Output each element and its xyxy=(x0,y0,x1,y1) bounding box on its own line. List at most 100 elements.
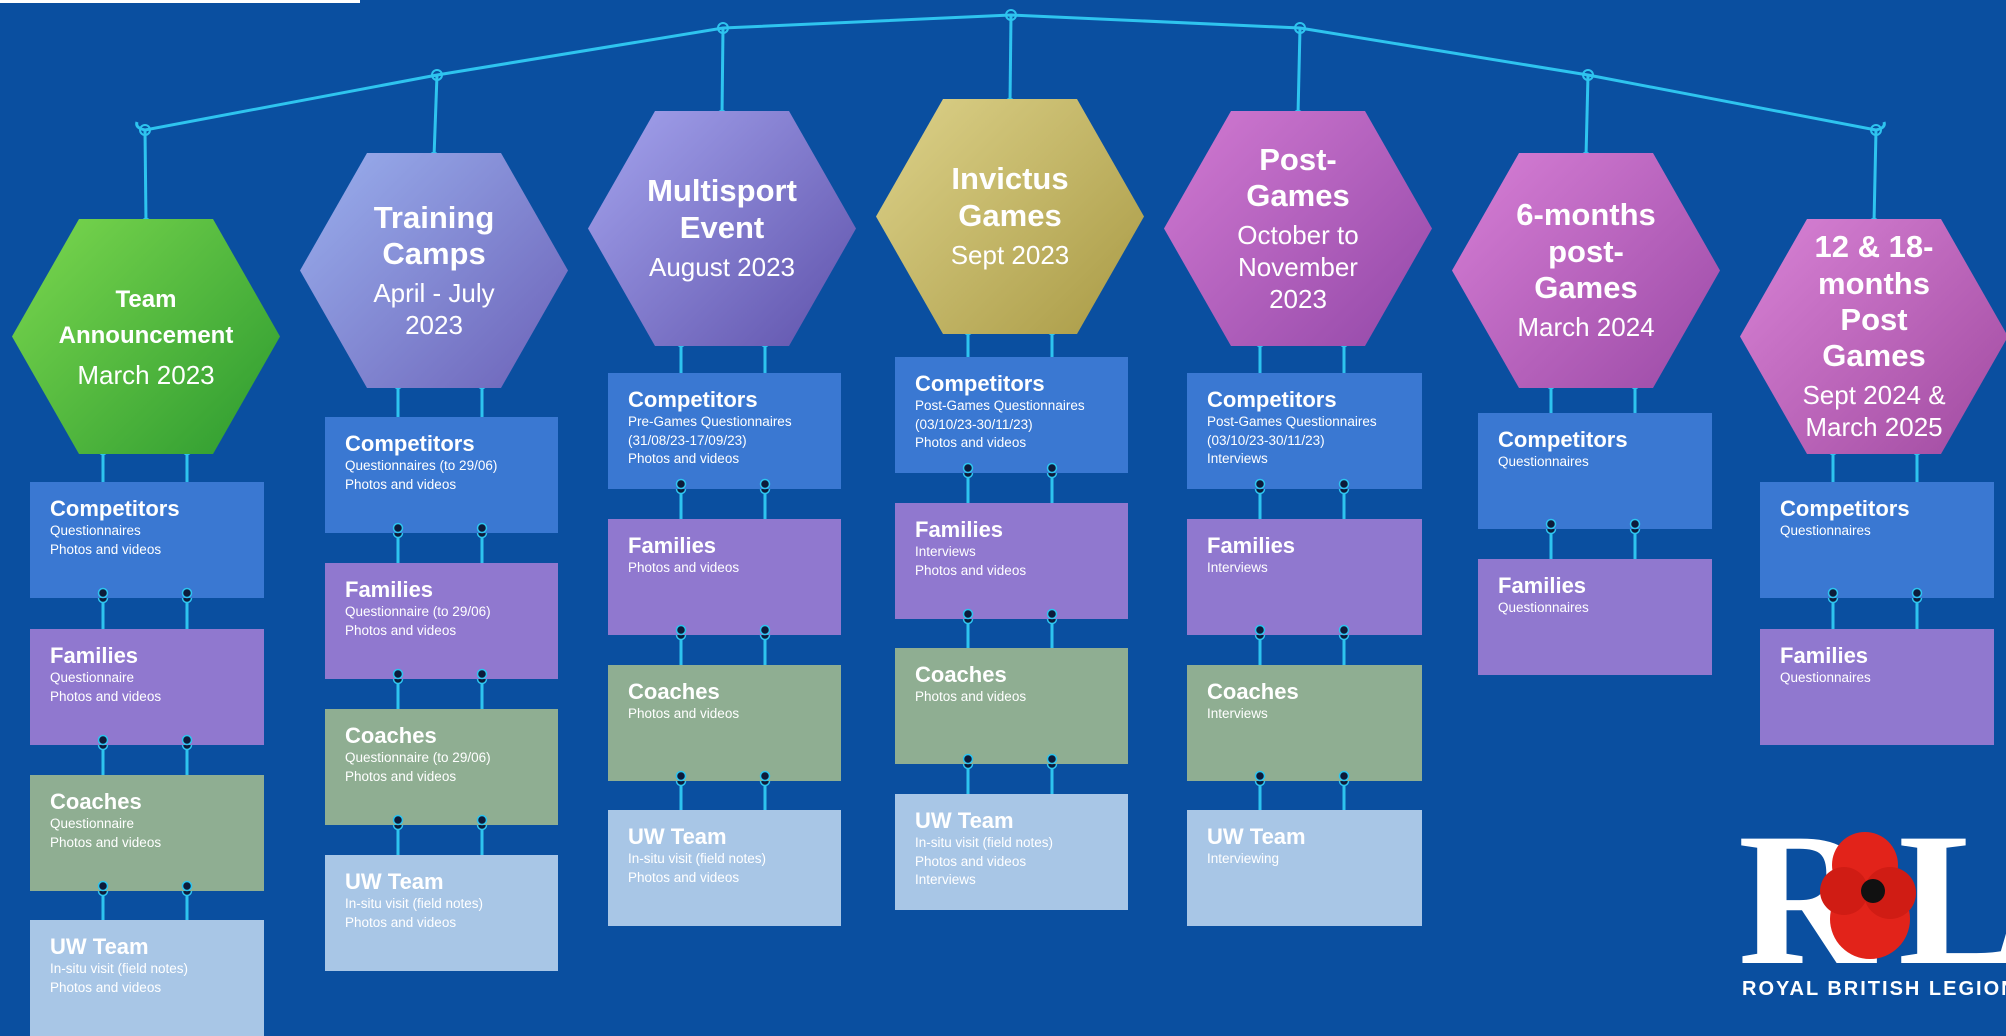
stage-invictus-games-families-method: Interviews xyxy=(915,544,976,560)
stage-multisport-event-families-method: Photos and videos xyxy=(628,560,740,576)
stage-12-18-months-post-games-competitors-title: Competitors xyxy=(1780,496,1910,521)
stage-multisport-event-hanger-ring xyxy=(717,22,729,34)
stage-training-camps-families-method: Questionnaire (to 29/06) xyxy=(345,604,491,620)
stage-team-announcement-competitors-method: Photos and videos xyxy=(50,541,162,557)
stage-post-games-competitors-method: (03/10/23-30/11/23) xyxy=(1207,432,1325,448)
stage-post-games-coaches-method: Interviews xyxy=(1207,706,1268,722)
stage-multisport-event-uw-team-method: Photos and videos xyxy=(628,869,740,885)
stage-team-announcement-families-title: Families xyxy=(50,643,139,668)
stage-multisport-event-competitors-method: Photos and videos xyxy=(628,450,740,466)
stage-training-camps-competitors-method: Questionnaires (to 29/06) xyxy=(345,458,498,474)
rbl-logo-letters: R L xyxy=(1738,815,2006,975)
rbl-letter-l: L xyxy=(1898,815,2006,975)
stage-team-announcement-hanger-ring xyxy=(139,124,151,136)
stage-training-camps-families-method: Photos and videos xyxy=(345,622,457,638)
stage-6-months-post-games-competitors-method: Questionnaires xyxy=(1498,454,1589,470)
stage-post-games-uw-team-title: UW Team xyxy=(1207,824,1306,849)
stage-6-months-post-games-hanger-ring xyxy=(1582,69,1594,81)
poppy-icon xyxy=(1820,832,1916,959)
stage-12-18-months-post-games-date: Sept 2024 & March 2025 xyxy=(1802,380,1946,443)
stage-team-announcement-title: Team Announcement xyxy=(58,285,234,349)
stage-training-camps-coaches-title: Coaches xyxy=(345,723,437,748)
stage-team-announcement-competitors-title: Competitors xyxy=(50,496,180,521)
stage-post-games-families-method: Interviews xyxy=(1207,560,1268,576)
wire-hook-left xyxy=(135,121,146,132)
stage-post-games-hanger xyxy=(1296,27,1302,116)
stage-invictus-games-coaches-method: Photos and videos xyxy=(915,689,1027,705)
stage-training-camps-competitors-method: Photos and videos xyxy=(345,476,457,492)
stage-6-months-post-games-competitors-title: Competitors xyxy=(1498,427,1628,452)
stage-multisport-event-competitors-method: Pre-Games Questionnaires xyxy=(628,414,792,430)
stage-team-announcement-uw-team-method: Photos and videos xyxy=(50,979,162,995)
stage-invictus-games-date: Sept 2023 xyxy=(950,239,1070,270)
stage-team-announcement-date: March 2023 xyxy=(77,359,215,390)
stage-multisport-event-date: August 2023 xyxy=(648,251,795,282)
stage-12-18-months-post-games-hanger xyxy=(1872,129,1878,224)
wire-hook-right xyxy=(1875,121,1886,132)
stage-training-camps-date: April - July 2023 xyxy=(373,278,495,340)
stage-training-camps-title: Training Camps xyxy=(373,199,495,271)
stage-12-18-months-post-games-families-method: Questionnaires xyxy=(1780,670,1871,686)
stage-invictus-games-families-method: Photos and videos xyxy=(915,562,1027,578)
rbl-caption: ROYAL BRITISH LEGION xyxy=(1742,978,2006,1000)
stage-post-games-competitors-method: Interviews xyxy=(1207,450,1268,466)
stage-invictus-games-hanger xyxy=(1008,14,1013,104)
stage-6-months-post-games-hanger xyxy=(1584,74,1590,158)
rbl-logo: R L ROYAL BRITISH LEGION xyxy=(1738,815,2006,1033)
stage-6-months-post-games-date: March 2024 xyxy=(1517,312,1655,343)
stage-invictus-games-uw-team-method: In-situ visit (field notes) xyxy=(915,835,1054,851)
stage-6-months-post-games-families-method: Questionnaires xyxy=(1498,600,1589,616)
stage-12-18-months-post-games-hanger-ring xyxy=(1870,124,1882,136)
stage-post-games-date: October to November 2023 xyxy=(1237,220,1359,314)
stage-6-months-post-games-families-title: Families xyxy=(1498,573,1587,598)
stage-training-camps-hanger-ring xyxy=(431,69,443,81)
stage-multisport-event-competitors-method: (31/08/23-17/09/23) xyxy=(628,432,747,448)
stage-training-camps-coaches-method: Photos and videos xyxy=(345,768,457,784)
stage-training-camps-uw-team-method: Photos and videos xyxy=(345,914,457,930)
stage-post-games-title: Post-Games xyxy=(1246,141,1350,213)
stage-6-months-post-games-title: 6-months post-Games xyxy=(1516,197,1656,305)
stage-invictus-games-competitors-method: Photos and videos xyxy=(915,434,1027,450)
stage-training-camps-competitors-title: Competitors xyxy=(345,431,475,456)
stage-training-camps-hanger xyxy=(432,74,439,158)
stage-invictus-games-hanger-ring xyxy=(1005,9,1017,21)
stage-invictus-games-competitors-title: Competitors xyxy=(915,371,1045,396)
stage-invictus-games-title: Invictus Games xyxy=(951,161,1069,233)
stage-multisport-event-competitors-title: Competitors xyxy=(628,387,758,412)
stage-post-games-competitors-title: Competitors xyxy=(1207,387,1337,412)
stage-team-announcement-families-method: Questionnaire xyxy=(50,670,135,686)
stage-team-announcement-uw-team-method: In-situ visit (field notes) xyxy=(50,961,189,977)
stage-post-games-families-title: Families xyxy=(1207,533,1296,558)
stage-team-announcement-uw-team-title: UW Team xyxy=(50,934,149,959)
stage-invictus-games-families-title: Families xyxy=(915,517,1004,542)
corner-patch xyxy=(0,0,360,3)
stage-post-games-uw-team-method: Interviewing xyxy=(1207,851,1280,867)
stage-training-camps-uw-team-title: UW Team xyxy=(345,869,444,894)
stage-multisport-event-hanger xyxy=(720,27,725,116)
stage-team-announcement-families-method: Photos and videos xyxy=(50,688,162,704)
stage-multisport-event-uw-team-method: In-situ visit (field notes) xyxy=(628,851,767,867)
stage-12-18-months-post-games-competitors-method: Questionnaires xyxy=(1780,523,1871,539)
stage-invictus-games-competitors-method: Post-Games Questionnaires xyxy=(915,398,1085,414)
stage-multisport-event-coaches-method: Photos and videos xyxy=(628,706,740,722)
stage-training-camps-families-title: Families xyxy=(345,577,434,602)
stage-post-games-hanger-ring xyxy=(1294,22,1306,34)
